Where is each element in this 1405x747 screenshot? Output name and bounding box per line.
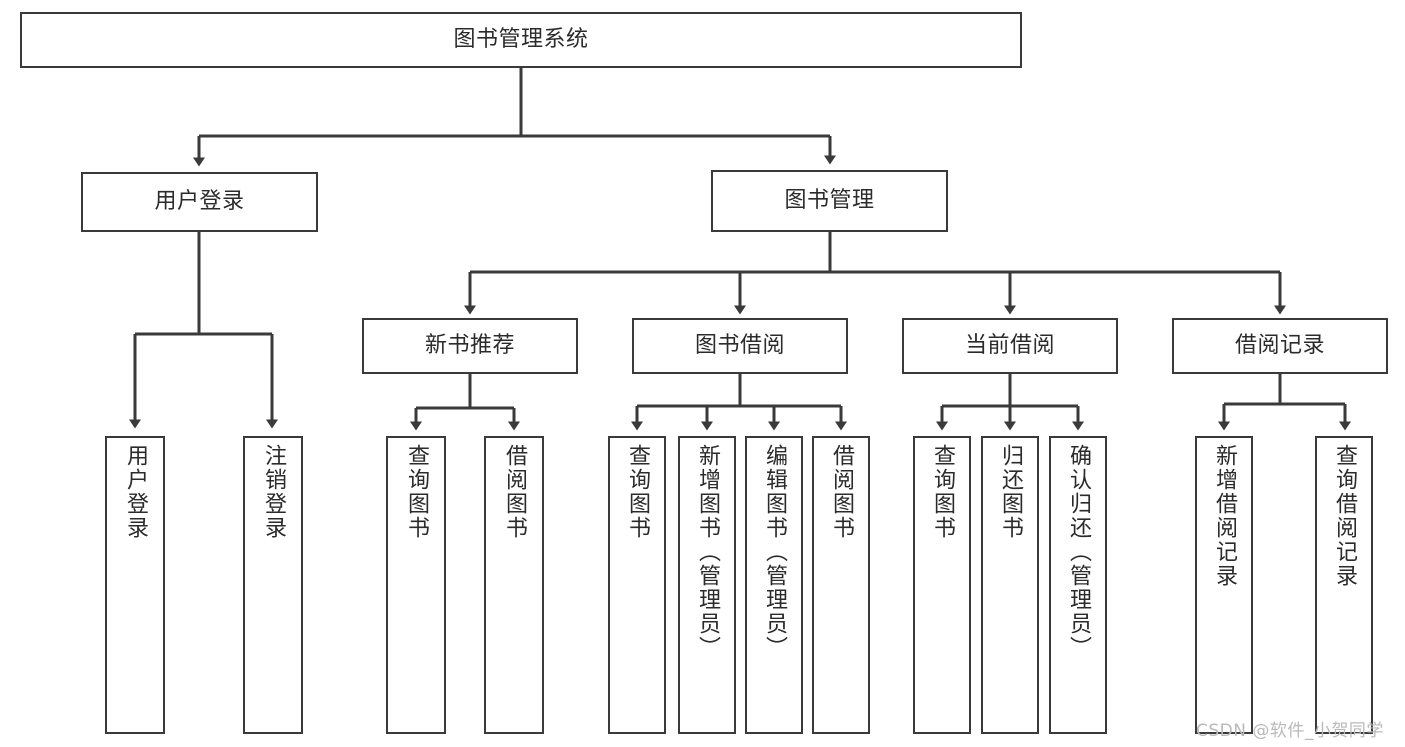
node-book-borrow-label: 图书借阅 — [694, 332, 785, 358]
node-book-management[interactable]: 图书管理 — [711, 170, 948, 232]
node-borrow-record[interactable]: 借阅记录 — [1172, 318, 1388, 374]
node-new-book-recommend[interactable]: 新书推荐 — [362, 318, 578, 374]
leaf-borrow-book-2[interactable]: 借阅图书 — [812, 436, 870, 734]
leaf-add-book-label: 新增图书（管理员） — [694, 444, 720, 660]
leaf-borrow-book-1-label: 借阅图书 — [501, 444, 527, 540]
node-borrow-record-label: 借阅记录 — [1234, 332, 1325, 358]
node-current-borrow-label: 当前借阅 — [964, 332, 1055, 358]
leaf-edit-book-label: 编辑图书（管理员） — [761, 444, 787, 660]
leaf-add-borrow-record[interactable]: 新增借阅记录 — [1195, 436, 1253, 734]
leaf-query-book-1[interactable]: 查询图书 — [386, 436, 446, 734]
leaf-query-book-3[interactable]: 查询图书 — [913, 436, 971, 734]
leaf-confirm-return-label: 确认归还（管理员） — [1065, 444, 1091, 660]
node-user-login-label: 用户登录 — [154, 188, 245, 214]
leaf-query-borrow-record-label: 查询借阅记录 — [1331, 444, 1357, 588]
leaf-user-login[interactable]: 用户登录 — [105, 436, 165, 734]
leaf-user-login-label: 用户登录 — [122, 444, 148, 540]
leaf-add-book[interactable]: 新增图书（管理员） — [678, 436, 736, 734]
leaf-edit-book[interactable]: 编辑图书（管理员） — [745, 436, 803, 734]
node-user-login[interactable]: 用户登录 — [81, 172, 318, 232]
leaf-logout[interactable]: 注销登录 — [243, 436, 303, 734]
leaf-logout-label: 注销登录 — [260, 444, 286, 540]
leaf-return-book-label: 归还图书 — [997, 444, 1023, 540]
node-book-management-label: 图书管理 — [784, 187, 875, 213]
leaf-query-book-2-label: 查询图书 — [624, 444, 650, 540]
leaf-query-borrow-record[interactable]: 查询借阅记录 — [1315, 436, 1373, 734]
leaf-add-borrow-record-label: 新增借阅记录 — [1211, 444, 1237, 588]
leaf-query-book-3-label: 查询图书 — [929, 444, 955, 540]
leaf-confirm-return[interactable]: 确认归还（管理员） — [1049, 436, 1107, 734]
leaf-query-book-2[interactable]: 查询图书 — [608, 436, 666, 734]
node-new-book-recommend-label: 新书推荐 — [424, 332, 515, 358]
node-current-borrow[interactable]: 当前借阅 — [902, 318, 1118, 374]
leaf-borrow-book-2-label: 借阅图书 — [828, 444, 854, 540]
node-root-label: 图书管理系统 — [453, 26, 589, 52]
leaf-return-book[interactable]: 归还图书 — [981, 436, 1039, 734]
leaf-query-book-1-label: 查询图书 — [403, 444, 429, 540]
node-root[interactable]: 图书管理系统 — [20, 12, 1022, 68]
leaf-borrow-book-1[interactable]: 借阅图书 — [484, 436, 544, 734]
node-book-borrow[interactable]: 图书借阅 — [632, 318, 848, 374]
